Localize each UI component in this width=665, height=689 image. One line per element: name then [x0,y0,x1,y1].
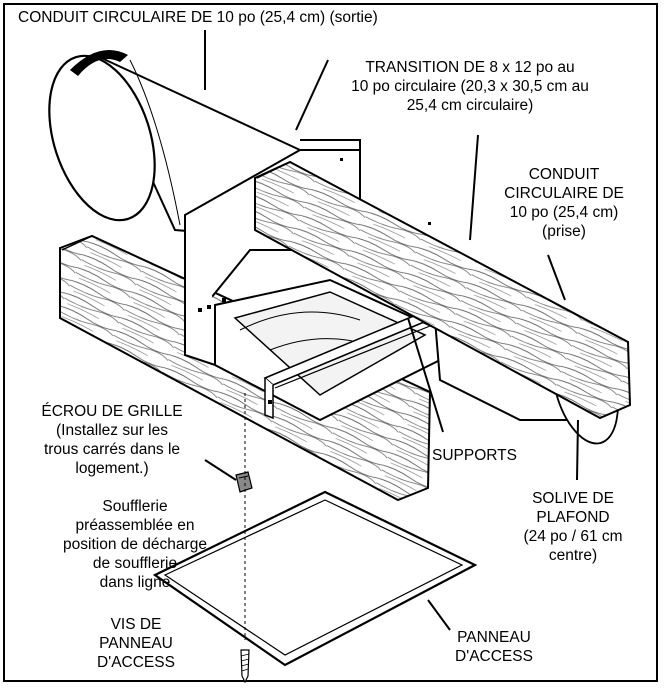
label-grille-nut-line-3: trous carrés dans le [43,441,181,458]
access-panel-screw [240,649,250,684]
label-screw-line-2: PANNEAU [99,635,173,652]
label-ceiling-joist: SOLIVE DE PLAFOND (24 po / 61 cm centre) [498,489,648,565]
grille-nut [235,471,253,493]
label-transition-line-2: 10 po circulaire (20,3 x 30,5 cm au [351,78,589,95]
label-joist-line-1: SOLIVE DE [532,490,614,507]
label-panel-line-2: D'ACCESS [455,648,533,665]
label-supports: SUPPORTS [432,447,517,464]
leader-lines [204,30,579,631]
label-blower-line-5: dans ligne [99,574,171,591]
label-access-panel-screw: VIS DE PANNEAU D'ACCESS [70,615,202,672]
label-blower-line-2: préassemblée en [75,517,195,534]
label-access-panel: PANNEAU D'ACCESS [432,628,556,666]
label-blower-line-4: de soufflerie [92,555,178,572]
label-joist-line-3: (24 po / 61 cm [523,528,623,545]
label-screw-line-1: VIS DE [110,616,162,633]
label-blower-line-3: position de décharge [63,536,207,553]
label-transition-line-1: TRANSITION DE 8 x 12 po au [365,59,575,76]
label-grille-nut-line-2: (Installez sur les [56,422,168,439]
label-grille-nut: ÉCROU DE GRILLE (Installez sur les trous… [12,402,212,478]
label-transition: TRANSITION DE 8 x 12 po au 10 po circula… [320,58,620,115]
label-inlet-line-1: CONDUIT [528,166,600,183]
label-grille-nut-line-1: ÉCROU DE GRILLE [41,403,183,420]
label-joist-line-2: PLAFOND [536,509,610,526]
label-screw-line-3: D'ACCESS [97,654,175,671]
label-inlet-line-4: (prise) [542,223,586,240]
label-joist-line-4: centre) [548,547,598,564]
label-grille-nut-line-4: logement.) [75,460,149,477]
diagram-border [3,3,658,682]
label-panel-line-1: PANNEAU [457,629,531,646]
rear-joist [254,160,632,420]
label-outlet-duct: CONDUIT CIRCULAIRE DE 10 po (25,4 cm) (s… [18,9,378,26]
label-inlet-line-2: CIRCULAIRE DE [504,185,624,202]
label-blower-line-1: Soufflerie [102,498,168,515]
label-inlet-duct: CONDUIT CIRCULAIRE DE 10 po (25,4 cm) (p… [488,165,640,241]
label-inlet-line-3: 10 po (25,4 cm) [509,204,619,221]
label-transition-line-3: 25,4 cm circulaire) [406,97,534,114]
label-blower: Soufflerie préassemblée en position de d… [40,497,230,592]
